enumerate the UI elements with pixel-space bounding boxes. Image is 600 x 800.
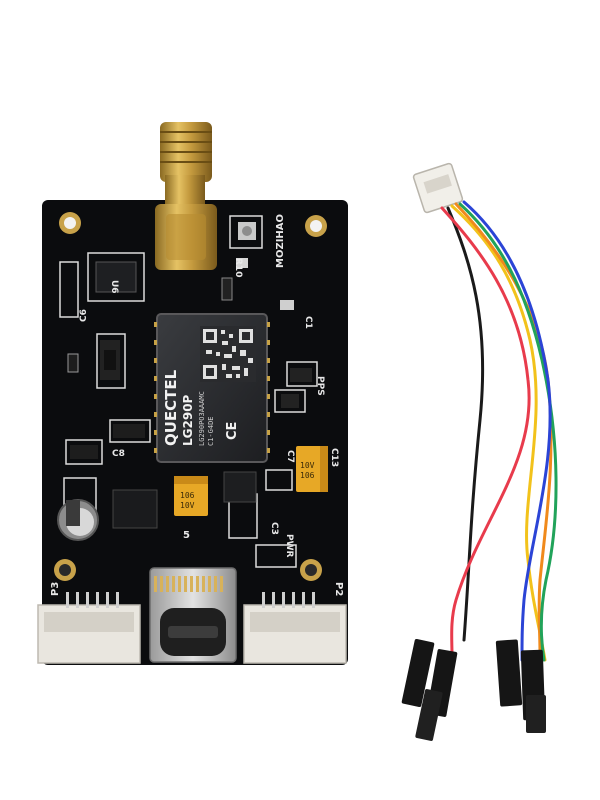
label-c8: C8 xyxy=(112,449,125,459)
wire-black xyxy=(446,206,485,642)
module-line1-text: LG290PO3AAAMC xyxy=(198,391,206,446)
dupont-connectors xyxy=(401,639,546,741)
tantalum-cap-left: 106 10V xyxy=(174,476,208,516)
svg-text:106: 106 xyxy=(180,491,195,500)
label-r10: R10 xyxy=(233,258,243,277)
svg-text:10V: 10V xyxy=(300,461,315,470)
jumper-cable xyxy=(401,162,558,741)
label-p3: P3 xyxy=(50,582,61,596)
label-c6: C6 xyxy=(79,309,89,322)
label-u6: U6 xyxy=(109,280,119,294)
label-c7: C7 xyxy=(285,450,295,463)
label-5: 5 xyxy=(183,530,190,541)
wire-green xyxy=(458,202,558,662)
ufl-connector xyxy=(238,222,256,240)
module-model-text: LG290P xyxy=(181,394,195,446)
jst-connector-p2 xyxy=(243,592,347,664)
cable-jst-plug xyxy=(412,162,464,214)
usb-c-port xyxy=(149,567,237,663)
label-c13: C13 xyxy=(329,448,339,467)
label-c3: C3 xyxy=(269,522,279,535)
tantalum-cap-right: 10V 106 xyxy=(296,446,328,492)
module-line2-text: C1-G4DE xyxy=(207,416,215,446)
gnss-module: QUECTEL LG290P LG290PO3AAAMC C1-G4DE CE xyxy=(154,313,270,463)
coin-battery xyxy=(57,499,99,541)
components xyxy=(67,258,312,529)
wire-orange xyxy=(454,202,553,657)
silkscreen-labels: MOZIHAO P3 P2 PWR PPS C13 C7 C8 C6 C1 C3… xyxy=(50,214,344,596)
wire-yellow xyxy=(450,204,547,662)
label-pps: PPS xyxy=(315,376,325,396)
svg-text:10V: 10V xyxy=(180,501,195,510)
svg-text:106: 106 xyxy=(300,471,315,480)
silkscreen-outlines xyxy=(59,215,318,568)
brand-label: MOZIHAO xyxy=(275,214,286,268)
wire-red xyxy=(440,206,531,657)
jst-connector-p3 xyxy=(37,592,141,664)
label-pwr: PWR xyxy=(284,534,294,558)
ce-mark: CE xyxy=(225,422,240,440)
gnss-board: QUECTEL LG290P LG290PO3AAAMC C1-G4DE CE xyxy=(37,122,348,665)
mounting-holes xyxy=(54,212,327,581)
qr-code xyxy=(200,326,256,382)
sma-antenna-connector xyxy=(155,122,217,270)
label-p2: P2 xyxy=(333,582,344,596)
module-maker-text: QUECTEL xyxy=(162,369,180,446)
wire-blue xyxy=(462,200,552,662)
label-c1: C1 xyxy=(303,316,313,329)
